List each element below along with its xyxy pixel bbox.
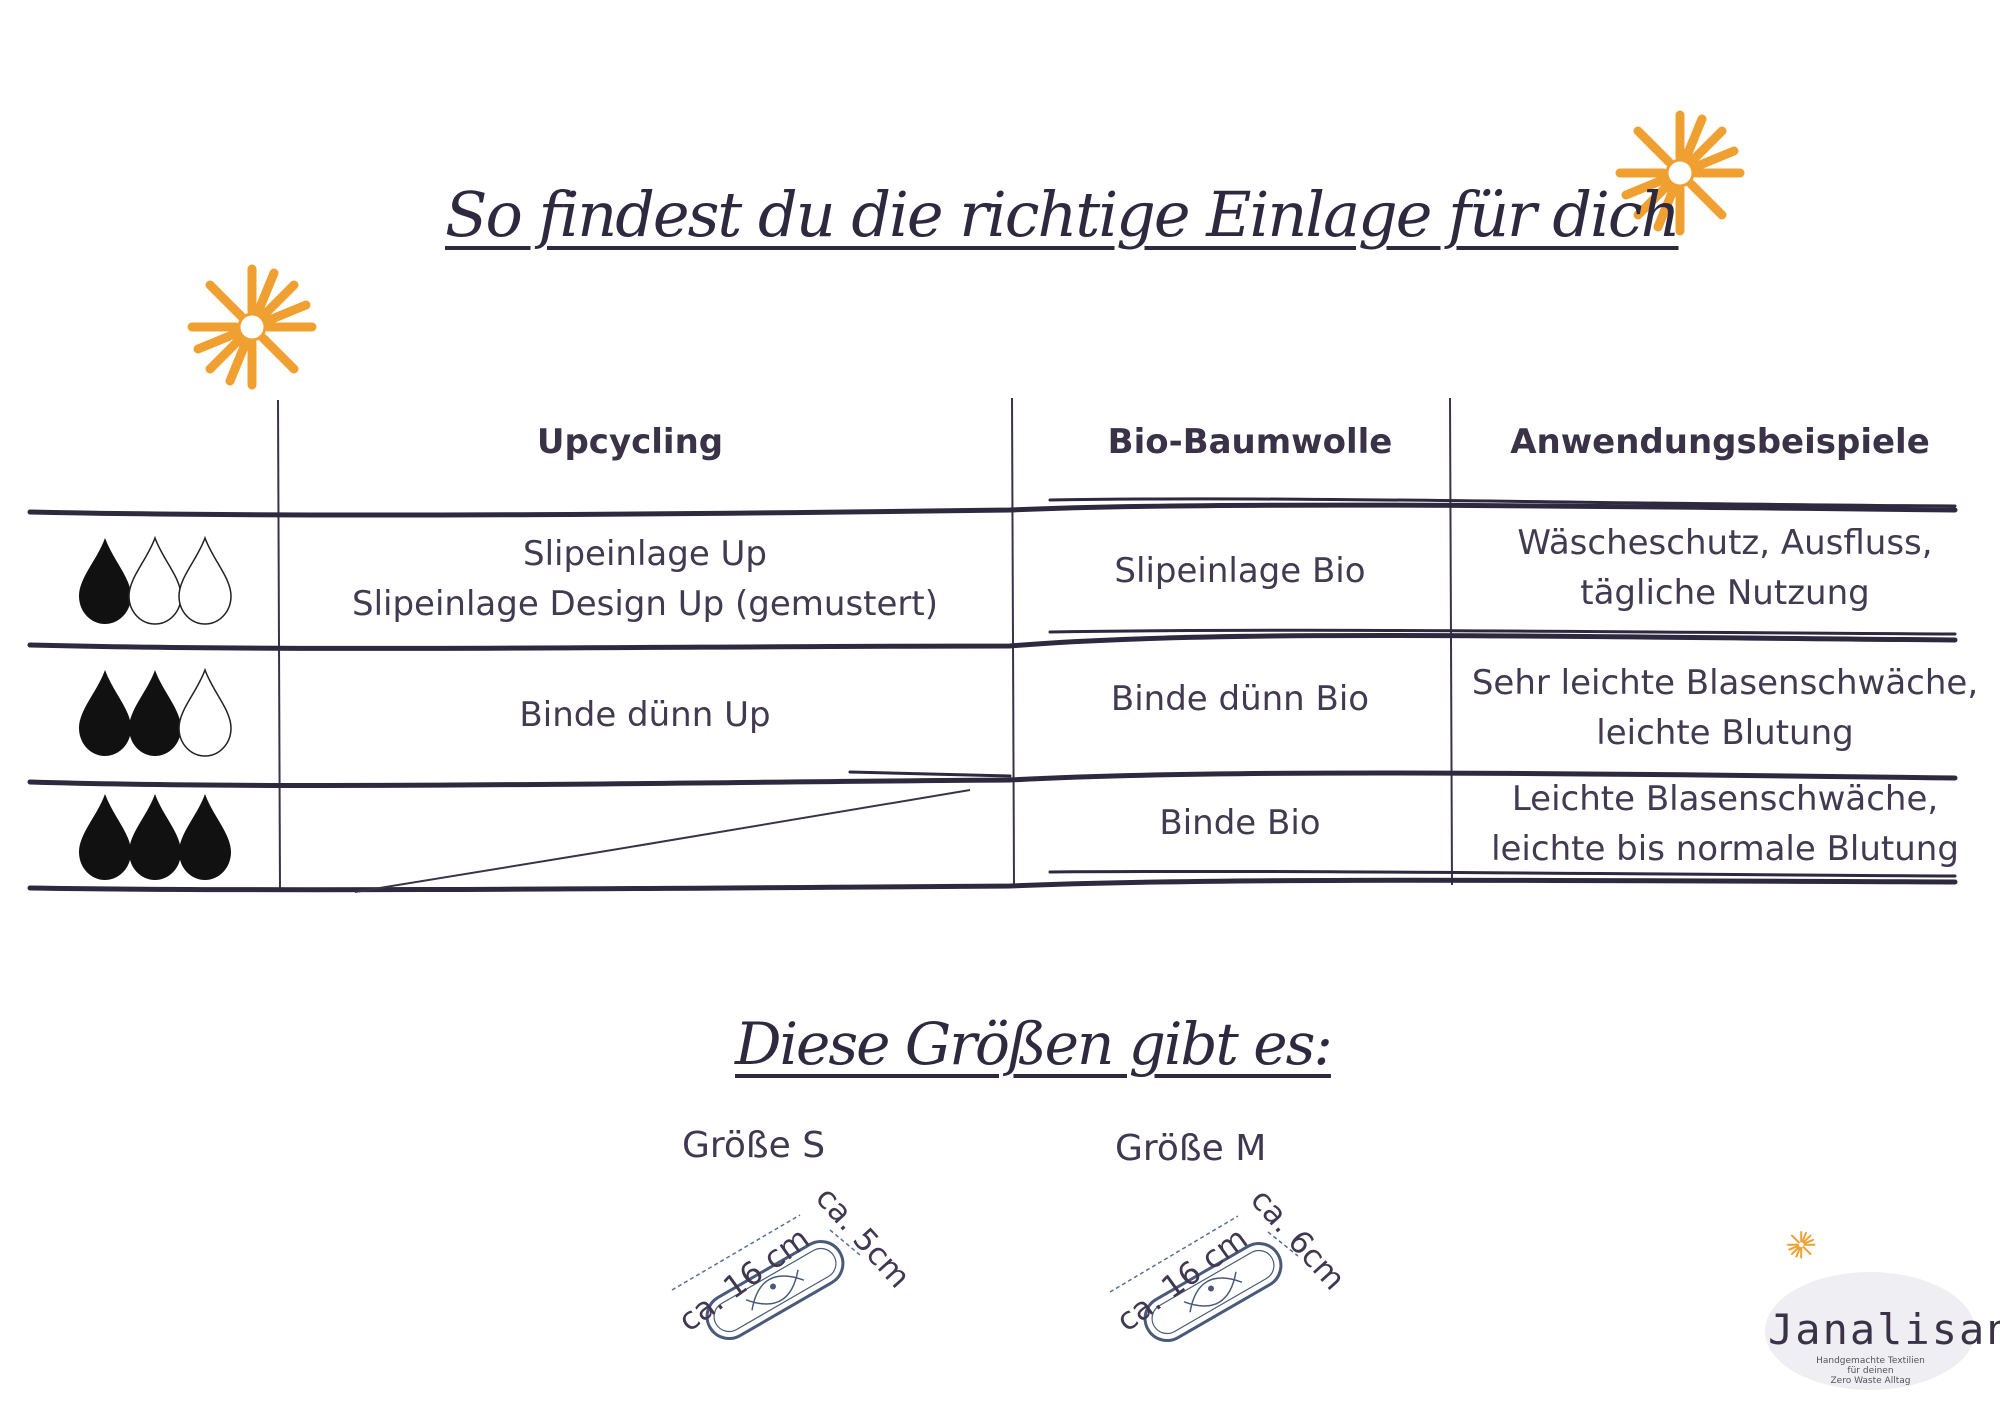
absorbency-2 <box>79 669 232 757</box>
cell-line: leichte Blutung <box>1596 713 1854 753</box>
drop-icon <box>179 794 231 880</box>
cell-line: leichte bis normale Blutung <box>1491 829 1959 869</box>
cell-use-1: Wäscheschutz, Ausfluss, tägliche Nutzung <box>1460 518 1990 618</box>
drop-icon <box>79 794 131 880</box>
cell-line: Sehr leichte Blasenschwäche, <box>1471 663 1979 703</box>
empty-cell-strike <box>354 789 971 893</box>
drop-icon <box>129 794 181 880</box>
sun-icon <box>192 269 312 385</box>
absorbency-1 <box>79 537 232 625</box>
cell-use-3: Leichte Blasenschwäche, leichte bis norm… <box>1460 774 1990 874</box>
cell-upcycling-2: Binde dünn Up <box>519 695 771 735</box>
cell-line: Slipeinlage Up <box>522 534 768 574</box>
header-upcycling: Upcycling <box>536 422 724 462</box>
cell-bio-2: Binde dünn Bio <box>1110 679 1370 719</box>
drop-icon <box>178 537 232 625</box>
logo-sun-icon <box>1787 1231 1816 1259</box>
size-label-m: Größe M <box>1115 1128 1267 1169</box>
logo-tagline: für deinen <box>1847 1366 1894 1376</box>
drop-icon <box>178 669 232 757</box>
drop-icon <box>79 670 131 756</box>
logo-tagline: Zero Waste Alltag <box>1830 1376 1911 1386</box>
logo-badge <box>1765 1272 1975 1390</box>
page-title: So findest du die richtige Einlage für d… <box>445 178 1681 251</box>
logo-name: Janalisan <box>1768 1305 2000 1354</box>
header-use: Anwendungsbeispiele <box>1510 422 1930 462</box>
cell-line: Wäscheschutz, Ausfluss, <box>1517 523 1933 563</box>
drop-icon <box>129 670 181 756</box>
drop-icon <box>128 537 182 625</box>
header-bio: Bio-Baumwolle <box>1107 422 1393 462</box>
cell-line: Leichte Blasenschwäche, <box>1511 779 1939 819</box>
drop-icon <box>79 538 131 624</box>
table-row-dividers <box>27 497 1958 893</box>
cell-upcycling-1: Slipeinlage Up Slipeinlage Design Up (ge… <box>290 529 1000 629</box>
cell-use-2: Sehr leichte Blasenschwäche, leichte Blu… <box>1460 658 1990 758</box>
cell-bio-1: Slipeinlage Bio <box>1114 551 1366 591</box>
dimension-lines <box>671 1214 1299 1293</box>
cell-bio-3: Binde Bio <box>1159 803 1321 843</box>
size-label-s: Größe S <box>682 1125 826 1166</box>
cell-line: Slipeinlage Design Up (gemustert) <box>351 584 938 624</box>
logo-tagline: Handgemachte Textilien <box>1816 1356 1925 1366</box>
sizes-title: Diese Größen gibt es: <box>735 1010 1333 1078</box>
absorbency-3 <box>79 794 231 880</box>
cell-line: tägliche Nutzung <box>1580 573 1870 613</box>
table-column-dividers <box>277 397 1453 891</box>
